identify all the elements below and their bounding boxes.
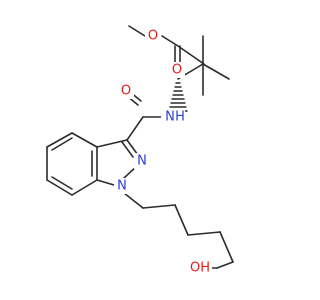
- bond-ester-carbon-alpha: [177, 45, 205, 65]
- bond-methyl-o: [128, 25, 146, 37]
- bond-c3a-c4: [71, 132, 98, 148]
- atom-o-methoxy: O: [148, 29, 158, 44]
- bond-chain4-chain5: [219, 231, 234, 263]
- atom-label-layer: O O N H O N N OH: [114, 28, 212, 276]
- bond-c3-n2-a: [126, 139, 139, 156]
- bond-n1-c7a: [96, 179, 115, 186]
- bond-c6-c7-a: [46, 179, 73, 196]
- bond-chain3-chain4: [187, 231, 221, 236]
- atom-n2-indazole: N: [137, 154, 147, 169]
- bond-n1-chain1: [123, 192, 144, 209]
- bond-o-ester-carbon: [161, 35, 179, 47]
- bond-c6-c7-b: [51, 176, 73, 190]
- atom-o-hydroxyl: OH: [190, 261, 210, 276]
- bond-c4-c5-a: [46, 132, 73, 148]
- bond-c7-c7a: [71, 179, 98, 196]
- atom-o-amide: O: [121, 84, 131, 99]
- atom-n1-indazole: N: [117, 179, 127, 194]
- bond-layer: [46, 25, 234, 269]
- bond-c3a-c3: [96, 139, 128, 148]
- atom-h-amide: H: [175, 110, 185, 125]
- bond-chain5-link: [216, 261, 234, 269]
- bond-chain2-chain3: [174, 204, 189, 236]
- atom-n-amide: N: [165, 110, 175, 125]
- atom-o-carbonyl-ester: O: [172, 63, 182, 78]
- bond-c3-n2-b: [121, 141, 134, 158]
- bond-alpha-n-hashed-wedge: [168, 82, 188, 112]
- molecule-structure-diagram: O O N H O N N OH: [46, 25, 234, 276]
- bond-chain1-chain2: [142, 204, 176, 209]
- bond-amide-c3: [126, 116, 144, 141]
- bond-c4-c5-b: [51, 137, 73, 151]
- bond-tbutyl-methyl-right: [202, 63, 230, 80]
